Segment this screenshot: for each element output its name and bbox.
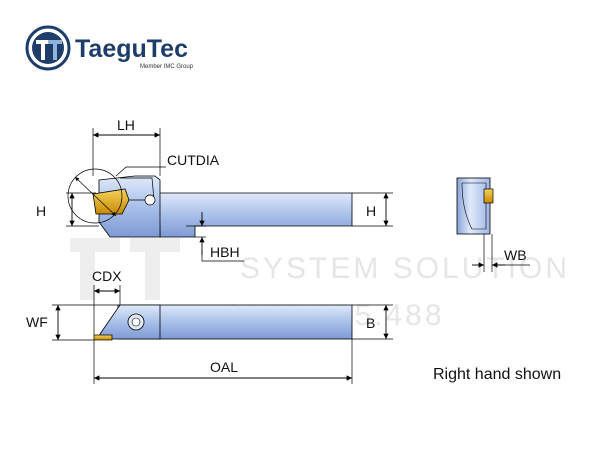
brand-name: TaeguTec bbox=[75, 35, 188, 63]
hbh-label: HBH bbox=[210, 244, 240, 260]
brand-logo: TaeguTec Member IMC Group bbox=[25, 25, 194, 71]
end-view-insert bbox=[483, 188, 494, 204]
brand-tagline: Member IMC Group bbox=[140, 64, 194, 70]
side-view bbox=[67, 168, 353, 238]
cutdia-label: CUTDIA bbox=[167, 152, 220, 168]
clamp-screw-icon bbox=[144, 194, 156, 206]
side-shank bbox=[154, 192, 353, 238]
logo-disc-icon bbox=[32, 32, 64, 64]
b-label: B bbox=[366, 315, 375, 331]
wf-label: WF bbox=[26, 314, 48, 330]
end-view bbox=[456, 177, 494, 235]
top-insert bbox=[93, 334, 113, 341]
cutdia-circle bbox=[67, 168, 123, 224]
h-left-label: H bbox=[36, 203, 46, 219]
top-view bbox=[93, 304, 353, 341]
end-view-body bbox=[456, 177, 491, 235]
watermark-line1: SYSTEM SOLUTION bbox=[240, 252, 570, 285]
side-insert bbox=[92, 188, 130, 215]
oal-label: OAL bbox=[210, 359, 238, 375]
wb-label: WB bbox=[504, 247, 527, 263]
lh-label: LH bbox=[117, 117, 135, 133]
caption-right-hand: Right hand shown bbox=[433, 366, 561, 383]
cdx-label: CDX bbox=[92, 268, 122, 284]
cutdia-leader bbox=[115, 166, 166, 177]
h-right-label: H bbox=[366, 203, 376, 219]
